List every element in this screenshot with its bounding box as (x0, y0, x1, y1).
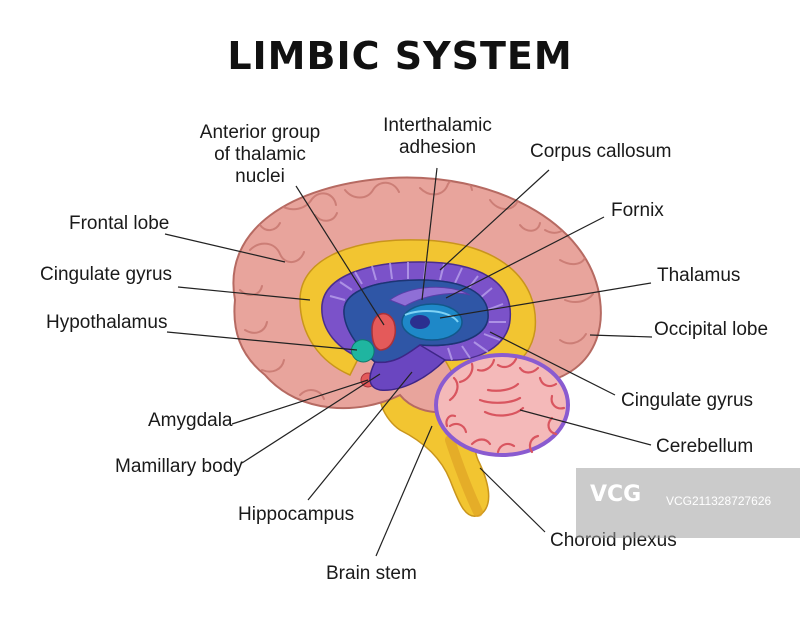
anterior-thalamic-nuclei (371, 312, 396, 351)
label-hippocampus: Hippocampus (238, 504, 355, 525)
label-amygdala: Amygdala (148, 410, 233, 431)
watermark-id: VCG211328727626 (666, 494, 772, 508)
label-hypothalamus: Hypothalamus (46, 312, 168, 333)
label-corpus-callosum: Corpus callosum (530, 141, 672, 162)
label-cingulate-gyrus-right: Cingulate gyrus (621, 390, 754, 411)
label-cerebellum: Cerebellum (656, 436, 754, 457)
label-cingulate-gyrus-left: Cingulate gyrus (40, 264, 173, 285)
watermark-logo: VCG (590, 482, 642, 507)
interthalamic-adhesion (410, 315, 430, 329)
watermark: VCG VCG211328727626 (576, 468, 800, 538)
page-title: LIMBIC SYSTEM (227, 34, 573, 78)
cerebellum (434, 353, 570, 457)
label-fornix: Fornix (611, 200, 664, 221)
label-mamillary-body: Mamillary body (115, 456, 243, 477)
label-occipital-lobe: Occipital lobe (654, 319, 769, 340)
label-thalamus: Thalamus (657, 265, 741, 286)
label-anterior-thalamic-nuclei: Anterior group of thalamic nuclei (199, 122, 321, 187)
thalamus (401, 303, 463, 341)
hypothalamus (351, 339, 375, 363)
label-brain-stem: Brain stem (326, 563, 417, 584)
hippocampus (369, 344, 447, 391)
label-interthalamic-adhesion: Interthalamic adhesion (383, 115, 492, 158)
label-frontal-lobe: Frontal lobe (69, 213, 170, 234)
